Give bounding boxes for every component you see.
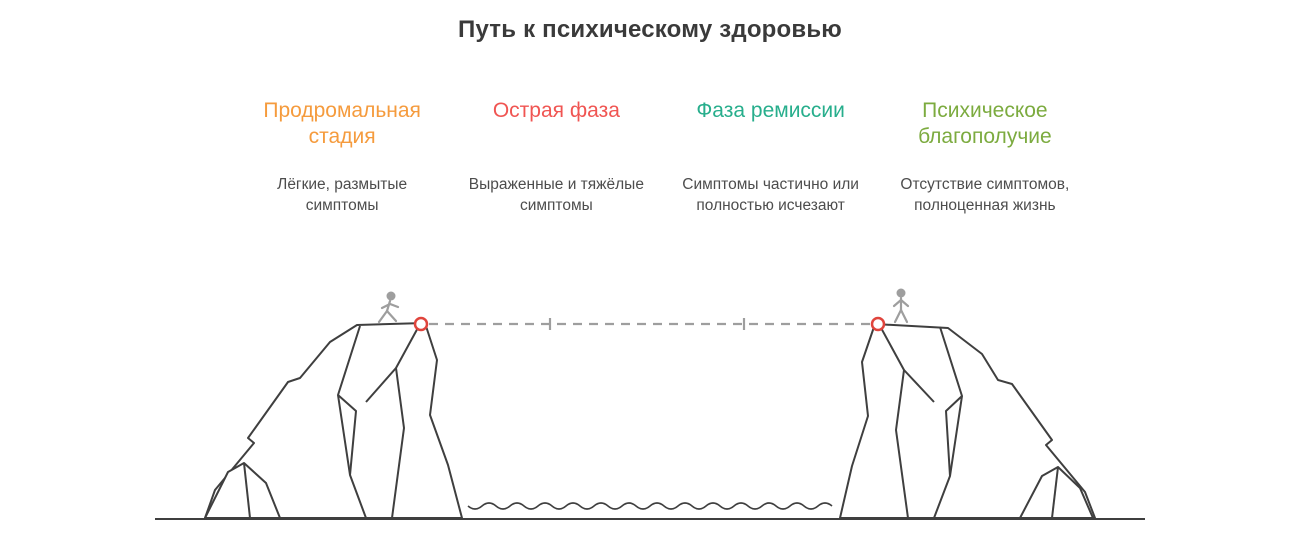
stage-label: Острая фаза <box>492 99 620 122</box>
stage-column-acute: Острая фаза Выраженные и тяжёлые симптом… <box>449 98 663 217</box>
stage-column-remission: Фаза ремиссии Симптомы частично или полн… <box>664 98 878 217</box>
stage-description: Отсутствие симптомов, полноценная жизнь <box>900 176 1070 215</box>
rope-dashed-line <box>429 318 871 330</box>
page-title: Путь к психическому здоровью <box>458 16 842 43</box>
stage-description: Лёгкие, размытые симптомы <box>277 176 408 215</box>
stage-label: Фаза ремиссии <box>696 99 845 122</box>
stage-label: Психическое благополучие <box>918 99 1052 149</box>
stage-label: Продромальная стадия <box>263 99 421 149</box>
stick-figure-left <box>377 291 400 324</box>
left-cliff <box>204 322 463 519</box>
stick-figure-right <box>892 288 910 324</box>
stages-row: Продромальная стадия Лёгкие, размытые си… <box>235 98 1092 217</box>
anchor-circle-right <box>870 316 886 332</box>
left-small-rock <box>204 462 281 519</box>
water-waves <box>467 502 833 510</box>
stage-column-wellbeing: Психическое благополучие Отсутствие симп… <box>878 98 1092 217</box>
stage-column-prodromal: Продромальная стадия Лёгкие, размытые си… <box>235 98 449 217</box>
anchor-circle-left <box>413 316 429 332</box>
right-cliff <box>839 323 1096 519</box>
stage-description: Выраженные и тяжёлые симптомы <box>468 176 644 215</box>
right-small-rock <box>1019 466 1094 519</box>
stage-description: Симптомы частично или полностью исчезают <box>682 176 859 215</box>
cliffs-illustration <box>155 288 1145 520</box>
